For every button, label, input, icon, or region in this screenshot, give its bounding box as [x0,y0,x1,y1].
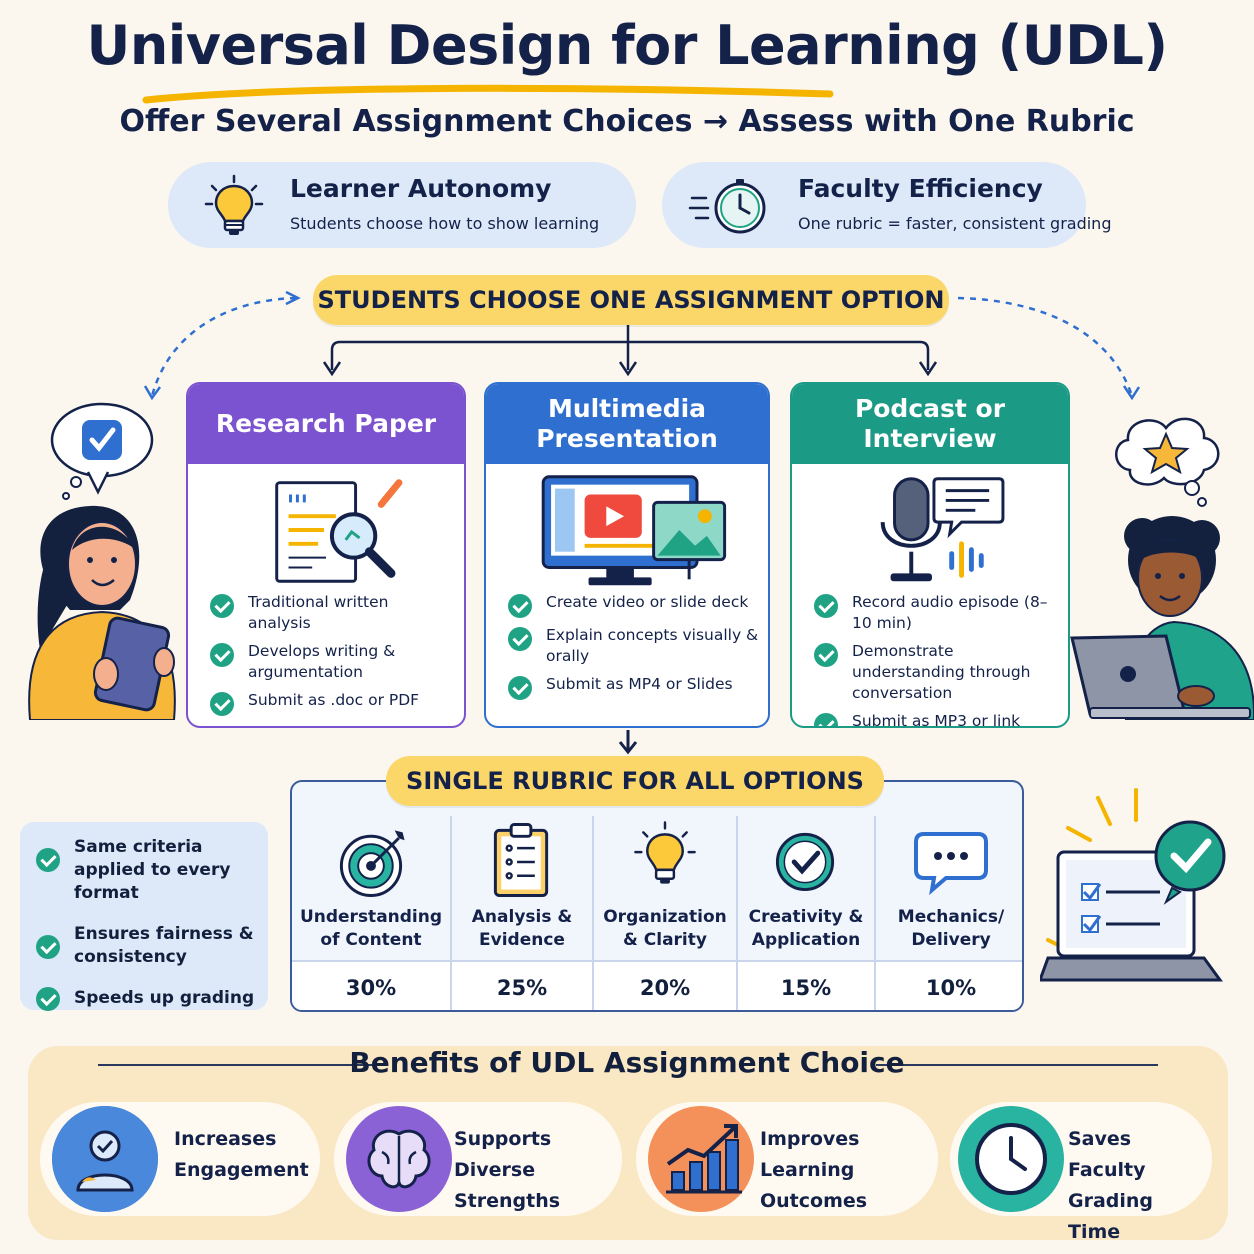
benefit-supports-diverse-strengths: Supports Diverse Strengths [334,1102,622,1216]
list-item: Traditional written analysis [210,592,456,634]
list-item: Explain concepts visually & orally [508,625,760,667]
rubric-criterion: Analysis & Evidence 25% [452,816,594,1010]
faculty-efficiency-text: One rubric = faster, consistent grading [798,214,1112,233]
benefit-improves-learning-outcomes: Improves Learning Outcomes [636,1102,938,1216]
single-rubric-banner: SINGLE RUBRIC FOR ALL OPTIONS [386,756,884,806]
check-icon [36,848,60,872]
document-search-icon [275,479,403,583]
check-icon [508,627,532,651]
rubric-criterion: Creativity & Application 15% [738,816,876,1010]
flow-arrows [143,290,1141,401]
benefit-saves-grading-time: Saves Faculty Grading Time [950,1102,1212,1243]
list-item: Submit as .doc or PDF [210,690,456,716]
check-icon [508,676,532,700]
criterion-weight: 25% [452,960,592,1010]
benefit-label: Improves Learning Outcomes [760,1128,868,1212]
criterion-label: Understanding of Content [299,907,443,950]
engaged-person-icon [52,1106,158,1212]
rubric-notes: Same criteria applied to every format En… [20,822,268,1011]
page-title: Universal Design for Learning (UDL) [86,14,1168,77]
divider [876,1064,1158,1066]
microphone-icon [880,477,1005,582]
faculty-efficiency-pill: Faculty Efficiency One rubric = faster, … [662,162,1111,248]
criterion-weight: 20% [594,960,736,1010]
title-underline [142,84,834,104]
option-details: Create video or slide deck Explain conce… [508,592,760,707]
down-arrow-icon [618,730,638,755]
benefit-label: Supports Diverse Strengths [454,1128,561,1212]
option-card-research-paper[interactable]: Research Paper Traditional written analy… [186,382,466,728]
rubric-criterion: Organization & Clarity 20% [594,816,738,1010]
option-details: Traditional written analysis Develops wr… [210,592,456,723]
option-title: Podcast or Interview [792,384,1068,464]
option-title: Multimedia Presentation [486,384,768,464]
list-item: Create video or slide deck [508,592,760,618]
criterion-weight: 10% [876,960,1022,1010]
target-icon [339,830,405,898]
divider [98,1064,380,1066]
rubric-criterion: Understanding of Content 30% [292,816,452,1010]
list-item: Submit as MP4 or Slides [508,674,760,700]
benefit-increases-engagement: Increases Engagement [40,1102,320,1216]
check-icon [814,713,838,726]
list-item: Speeds up grading [36,987,258,1011]
check-icon [210,692,234,716]
check-icon [210,643,234,667]
check-icon [814,643,838,667]
learner-autonomy-pill: Learner Autonomy Students choose how to … [168,162,636,248]
list-item: Submit as MP3 or link [814,711,1060,726]
list-item: Develops writing & argumentation [210,641,456,683]
list-item: Record audio episode (8–10 min) [814,592,1060,634]
list-item: Demonstrate understanding through conver… [814,641,1060,704]
clock-icon [958,1106,1064,1212]
brain-icon [346,1106,452,1212]
speech-bubble-icon [914,832,988,896]
rubric-table: Understanding of Content 30% Analysis & … [290,780,1024,1012]
benefit-label: Saves Faculty Grading Time [1068,1128,1154,1243]
student-with-laptop-illustration [1070,417,1254,720]
learner-autonomy-text: Students choose how to show learning [290,214,600,233]
criterion-weight: 30% [292,960,450,1010]
laptop-checklist-illustration [1040,788,1226,982]
choose-option-banner: STUDENTS CHOOSE ONE ASSIGNMENT OPTION [313,275,949,325]
clock-icon [688,179,766,234]
monitor-video-icon [541,475,727,586]
learner-autonomy-title: Learner Autonomy [290,174,552,203]
criterion-label: Analysis & Evidence [471,907,573,950]
student-with-tablet-illustration [28,402,176,720]
check-icon [508,594,532,618]
faculty-efficiency-title: Faculty Efficiency [798,174,1043,203]
check-icon [36,935,60,959]
criterion-weight: 15% [738,960,874,1010]
option-title: Research Paper [188,384,464,464]
rubric-criterion: Mechanics/ Delivery 10% [876,816,1022,1010]
lightbulb-icon [204,174,264,235]
lightbulb-icon [634,821,696,884]
criterion-label: Mechanics/ Delivery [897,907,1005,950]
clipboard-icon [493,823,549,897]
check-icon [210,594,234,618]
list-item: Same criteria applied to every format [36,836,258,905]
growth-chart-icon [648,1106,754,1212]
option-card-podcast-interview[interactable]: Podcast or Interview Record audio episod… [790,382,1070,728]
benefit-label: Increases Engagement [174,1128,309,1181]
option-details: Record audio episode (8–10 min) Demonstr… [814,592,1060,726]
page-subtitle: Offer Several Assignment Choices → Asses… [119,104,1135,139]
criterion-label: Organization & Clarity [603,907,727,950]
criterion-label: Creativity & Application [748,907,864,950]
check-icon [814,594,838,618]
list-item: Ensures fairness & consistency [36,923,258,969]
option-card-multimedia-presentation[interactable]: Multimedia Presentation Create video or … [484,382,770,728]
check-circle-icon [775,832,835,892]
benefits-title: Benefits of UDL Assignment Choice [349,1046,905,1079]
check-icon [36,987,60,1011]
